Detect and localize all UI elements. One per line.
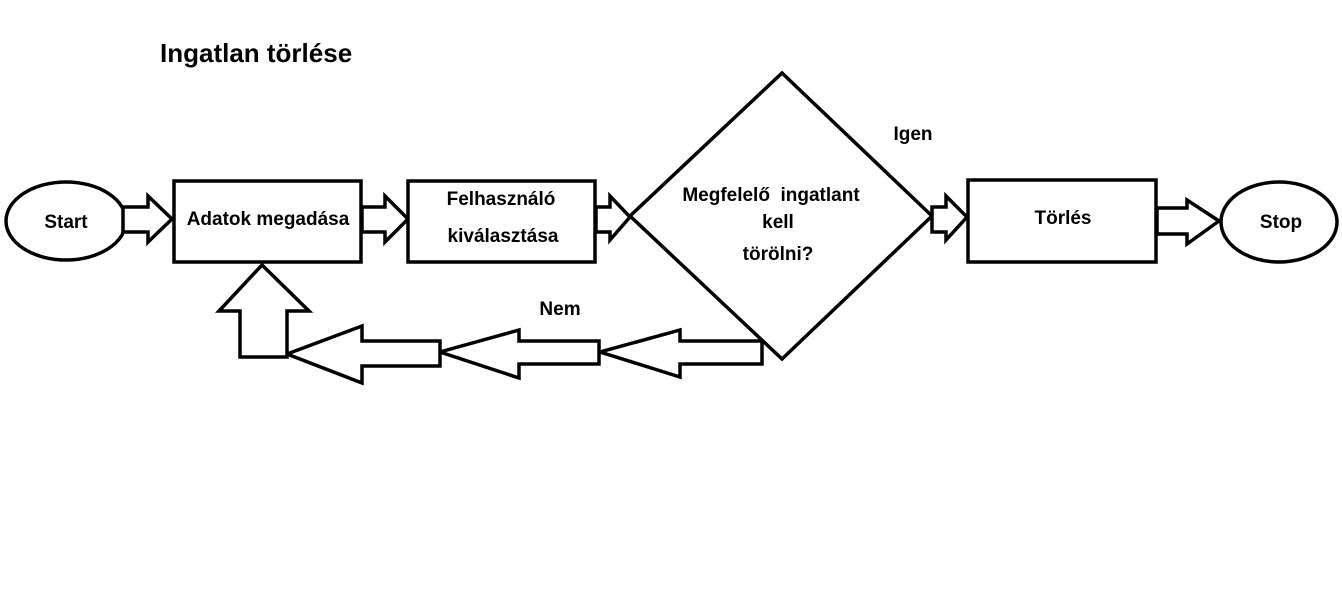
arrow-start-to-adatok xyxy=(121,191,175,247)
arrow-return-segment-1 xyxy=(593,327,764,380)
stop-node xyxy=(1219,180,1339,264)
adatok-megadasa-box xyxy=(172,179,363,264)
decision-label-line1: Megfelelő ingatlant xyxy=(682,185,860,206)
decision-label-line2: kell xyxy=(762,212,794,233)
arrow-felhasznalo-to-decision xyxy=(594,191,633,245)
arrow-decision-to-torles xyxy=(930,191,970,245)
adatok-megadasa-label: Adatok megadása xyxy=(187,209,350,230)
torles-label: Törlés xyxy=(1034,208,1091,229)
start-label: Start xyxy=(44,212,88,233)
torles-box xyxy=(966,178,1158,264)
decision-label-line3: törölni? xyxy=(743,244,814,265)
arrow-adatok-to-felhasznalo xyxy=(360,191,411,247)
arrow-return-segment-3 xyxy=(282,323,442,386)
stop-label: Stop xyxy=(1260,212,1302,233)
arrow-torles-to-stop xyxy=(1155,196,1223,248)
felhasznalo-label-line1: Felhasználó xyxy=(447,189,556,210)
yes-edge-label: Igen xyxy=(893,124,932,145)
felhasznalo-kivalasztasa-box xyxy=(406,179,597,264)
arrow-return-segment-2 xyxy=(433,327,601,381)
felhasznalo-label-line2: kiválasztása xyxy=(448,226,559,247)
no-edge-label: Nem xyxy=(539,299,580,320)
decision-diamond xyxy=(627,70,935,362)
arrow-return-up-to-adatok xyxy=(214,262,314,359)
diagram-title: Ingatlan törlése xyxy=(160,38,352,68)
